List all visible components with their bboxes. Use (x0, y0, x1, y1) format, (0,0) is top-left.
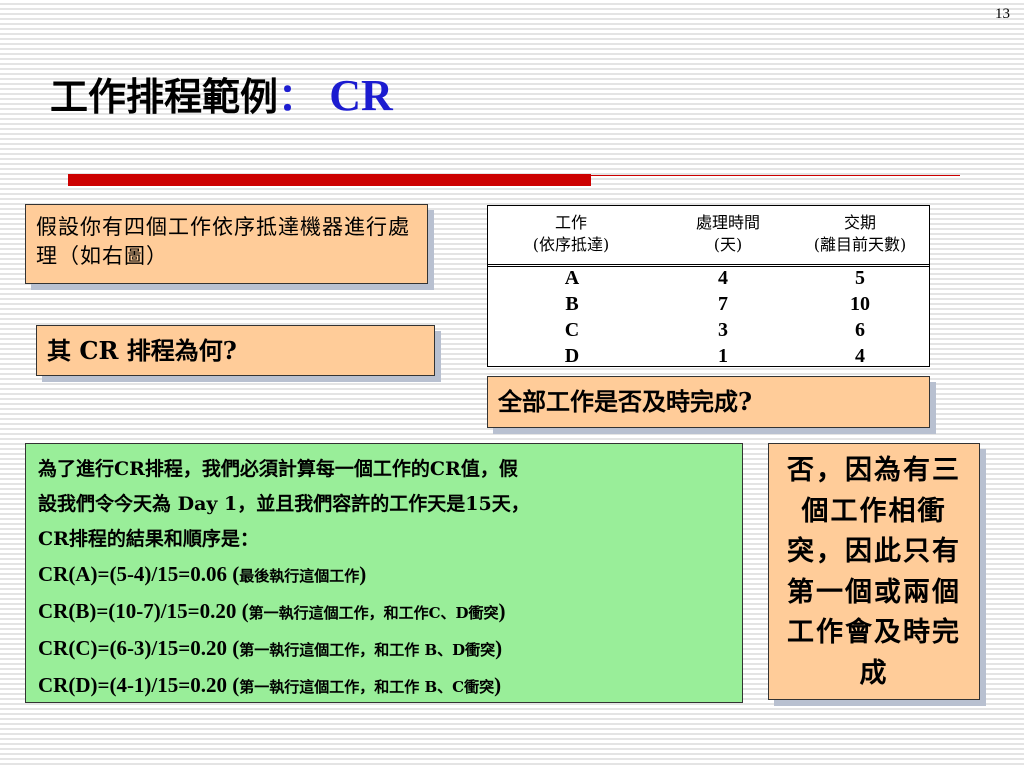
title-underline-bar (68, 174, 591, 186)
ontime-question-box: 全部工作是否及時完成? (487, 376, 930, 428)
header-line: 工作 (554, 213, 587, 232)
cr-note: 第一執行這個工作，和工作 B、C衝突 (239, 678, 495, 696)
cr-formula: CR(D)=(4-1)/15=0.20 ( (38, 673, 240, 697)
table-cell: 7 (718, 293, 728, 315)
assumption-box: 假設你有四個工作依序抵達機器進行處理（如右圖） (25, 204, 428, 284)
cr-close: ) (495, 636, 503, 660)
table-cell: B (565, 293, 579, 315)
title-accent: CR (329, 71, 393, 120)
header-line: (天) (713, 235, 743, 254)
explanation-box: 為了進行CR排程，我們必須計算每一個工作的CR值，假 設我們令今天為 Day 1… (25, 443, 743, 703)
table-cell: 10 (850, 293, 870, 315)
table-cell: 4 (855, 345, 865, 367)
table-cell: D (564, 345, 580, 367)
explanation-line: 為了進行CR排程，我們必須計算每一個工作的CR值，假 (38, 458, 518, 480)
table-cell: C (564, 319, 580, 341)
cr-result-line: CR(B)=(10-7)/15=0.20 (第一執行這個工作，和工作C、D衝突) (38, 594, 730, 631)
header-line: (依序抵達) (532, 235, 610, 254)
title-underline-line (591, 175, 960, 176)
table-cell: 5 (855, 267, 865, 289)
cr-formula: CR(B)=(10-7)/15=0.20 ( (38, 599, 249, 623)
cr-close: ) (494, 673, 502, 697)
table-cell: 6 (855, 319, 865, 341)
cr-note: 第一執行這個工作，和工作 B、D衝突 (239, 641, 496, 659)
jobs-table: 工作 (依序抵達) 處理時間 (天) 交期 (離目前天數) A 4 5 B 7 … (487, 205, 930, 367)
title-main: 工作排程範例 (50, 74, 279, 119)
cr-formula: CR(A)=(5-4)/15=0.06 ( (38, 562, 240, 586)
table-cell: 3 (718, 319, 728, 341)
table-cell: 4 (718, 267, 728, 289)
explanation-line: CR排程的結果和順序是： (38, 528, 259, 550)
cr-close: ) (359, 562, 367, 586)
header-line: 處理時間 (695, 213, 760, 232)
cr-note: 第一執行這個工作，和工作C、D衝突 (248, 604, 499, 622)
column-header-processing-time: 處理時間 (天) (668, 212, 788, 256)
answer-box: 否，因為有三個工作相衝突，因此只有第一個或兩個工作會及時完成 (768, 443, 980, 700)
table-cell: A (564, 267, 580, 289)
header-separator (488, 264, 929, 267)
page-number: 13 (995, 6, 1010, 22)
question-box: 其 CR 排程為何? (36, 325, 435, 376)
header-line: (離目前天數) (813, 235, 907, 254)
column-header-due-date: 交期 (離目前天數) (793, 212, 927, 256)
title-colon: ： (278, 74, 317, 119)
table-cell: 1 (718, 345, 728, 367)
cr-close: ) (498, 599, 506, 623)
cr-result-line: CR(C)=(6-3)/15=0.20 (第一執行這個工作，和工作 B、D衝突) (38, 631, 730, 668)
cr-result-line: CR(A)=(5-4)/15=0.06 (最後執行這個工作) (38, 557, 730, 594)
column-header-job: 工作 (依序抵達) (506, 212, 636, 256)
header-line: 交期 (843, 213, 876, 232)
page-title: 工作排程範例： CR (50, 66, 393, 127)
cr-formula: CR(C)=(6-3)/15=0.20 ( (38, 636, 240, 660)
cr-note: 最後執行這個工作 (239, 567, 360, 585)
cr-result-line: CR(D)=(4-1)/15=0.20 (第一執行這個工作，和工作 B、C衝突) (38, 668, 730, 705)
explanation-line: 設我們令今天為 Day 1，並且我們容許的工作天是15天， (38, 493, 530, 515)
